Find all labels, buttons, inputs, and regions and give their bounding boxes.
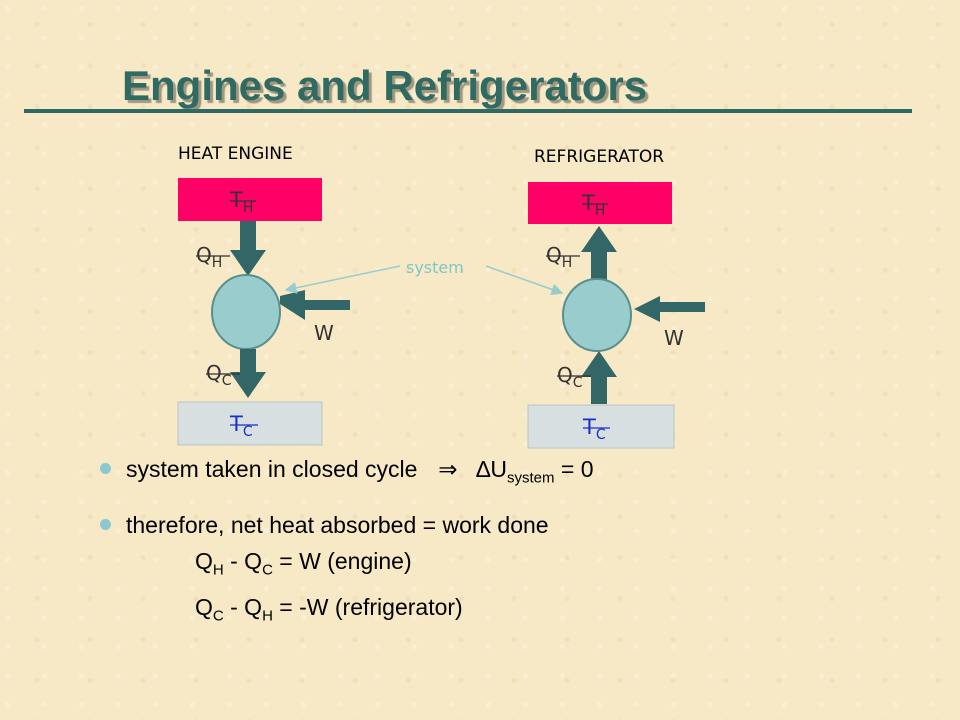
title-underline — [24, 109, 912, 113]
refrigerator-cold-reservoir — [527, 404, 675, 449]
engine-cold-label: TC — [229, 412, 253, 440]
equation-engine: QH - QC = W (engine) — [195, 548, 412, 579]
engine-work-arrow — [280, 290, 350, 320]
bullet-dot-icon — [100, 518, 111, 530]
refrigerator-work-label: W — [664, 326, 684, 350]
refrigerator-heading: REFRIGERATOR — [534, 147, 664, 167]
engine-system-circle — [211, 274, 281, 350]
engine-heat-in-arrow — [230, 221, 266, 276]
engine-hot-label: TH — [229, 188, 253, 216]
refrigerator-cold-label: TC — [582, 415, 606, 443]
heat-engine-heading: HEAT ENGINE — [178, 144, 293, 164]
refrigerator-qc-label: QC — [557, 363, 583, 391]
bullet-closed-cycle: system taken in closed cycle ⇒ ∆Usystem … — [100, 452, 940, 496]
system-pointer-refrigerator — [485, 265, 564, 296]
engine-work-label: W — [314, 321, 334, 345]
system-label: system — [406, 258, 464, 277]
refrigerator-qh-label: QH — [546, 243, 572, 271]
slide-title: Engines and Refrigerators — [122, 62, 648, 109]
bullet-list: system taken in closed cycle ⇒ ∆Usystem … — [100, 452, 940, 554]
engine-qh-label: QH — [196, 243, 222, 271]
refrigerator-system-circle — [562, 278, 632, 352]
engine-cold-reservoir — [177, 401, 323, 446]
engine-refrigerator-diagram: HEAT ENGINE TH QH W QC TC system REFRIGE… — [177, 144, 705, 449]
system-pointer-engine — [284, 265, 401, 294]
refrigerator-hot-label: TH — [581, 191, 605, 219]
refrigerator-heat-out-arrow — [581, 226, 617, 280]
refrigerator-heat-in-arrow — [581, 351, 617, 404]
bullet-dot-icon — [100, 463, 111, 474]
refrigerator-work-arrow — [634, 296, 705, 322]
engine-hot-reservoir — [178, 178, 322, 221]
engine-heat-out-arrow — [230, 349, 266, 398]
bullet-net-heat: therefore, net heat absorbed = work done — [100, 508, 940, 542]
equation-refrigerator: QC - QH = -W (refrigerator) — [195, 594, 463, 625]
engine-qc-label: QC — [206, 361, 232, 389]
refrigerator-hot-reservoir — [528, 182, 672, 224]
